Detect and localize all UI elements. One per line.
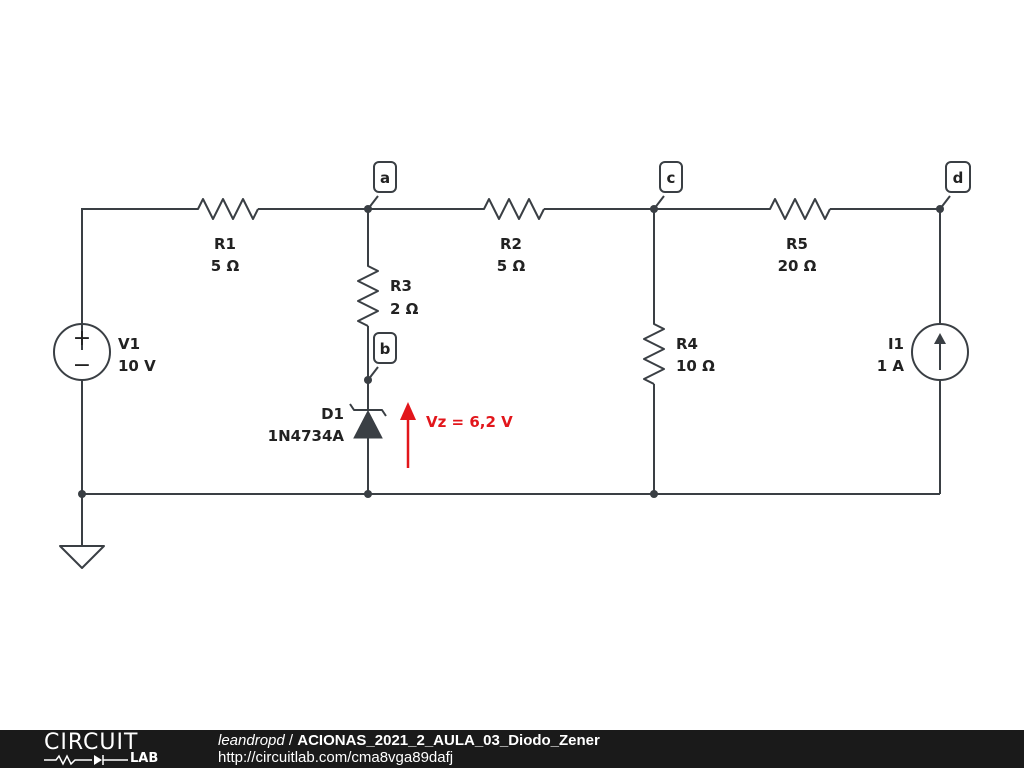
zener-diode-d1[interactable]: D1 1N4734A (268, 403, 387, 445)
node-tag-box (373, 332, 397, 364)
voltage-source-v1[interactable]: + − V1 10 V (53, 323, 156, 381)
node-tag-box (373, 161, 397, 193)
node-tag-pointer (367, 366, 379, 381)
circuit-url[interactable]: http://circuitlab.com/cma8vga89dafj (218, 749, 454, 766)
v1-name: V1 (118, 335, 140, 353)
wire-v1-to-r1 (81, 208, 192, 350)
r2-value: 5 Ω (497, 257, 526, 275)
d1-value: 1N4734A (268, 427, 345, 445)
footer-title-line: leandropd / ACIONAS_2021_2_AULA_03_Diodo… (218, 732, 600, 749)
r4-value: 10 Ω (676, 357, 715, 375)
node-label-b: b (380, 340, 391, 358)
resistor-icon (643, 318, 665, 385)
r2-name: R2 (500, 235, 522, 253)
node-tag-d[interactable]: d (939, 161, 971, 210)
i1-name: I1 (888, 335, 904, 353)
node-tag-a[interactable]: a (367, 161, 397, 210)
logo-text-top: CIRCUIT (44, 730, 139, 755)
resistor-icon (764, 198, 831, 220)
i1-value: 1 A (877, 357, 905, 375)
wire-r5-to-i1 (830, 208, 941, 323)
junction-dot (78, 490, 86, 498)
circuit-title[interactable]: ACIONAS_2021_2_AULA_03_Diodo_Zener (297, 732, 600, 749)
logo-text-bottom: LAB (130, 751, 159, 766)
node-label-c: c (667, 169, 676, 187)
circuitlab-logo[interactable]: CIRCUIT LAB (44, 732, 184, 766)
node-label-d: d (953, 169, 964, 187)
junction-dot (650, 490, 658, 498)
resistor-icon (357, 260, 379, 327)
resistor-r2[interactable]: R2 5 Ω (478, 198, 545, 275)
resistor-r4[interactable]: R4 10 Ω (643, 318, 715, 385)
r5-name: R5 (786, 235, 808, 253)
node-tag-b[interactable]: b (367, 332, 397, 381)
resistor-icon (478, 198, 545, 220)
vz-label: Vz = 6,2 V (426, 413, 513, 431)
wires (81, 208, 941, 546)
logo-circuit-icon (44, 754, 128, 766)
r1-name: R1 (214, 235, 236, 253)
current-source-icon (911, 323, 969, 381)
circuit-diagram[interactable]: R1 5 Ω R2 5 Ω R5 20 Ω R3 2 Ω R4 10 Ω (0, 0, 1024, 730)
node-label-a: a (380, 169, 390, 187)
current-source-i1[interactable]: I1 1 A (877, 323, 969, 381)
v1-plus-sign: + (73, 326, 91, 351)
title-separator: / (284, 732, 298, 749)
author-link[interactable]: leandropd (218, 732, 285, 749)
junction-dot (364, 490, 372, 498)
r4-name: R4 (676, 335, 698, 353)
r3-name: R3 (390, 277, 412, 295)
resistor-icon (192, 198, 259, 220)
v1-minus-sign: − (73, 353, 91, 378)
zener-diode-icon (353, 409, 383, 439)
zener-cathode-bar (349, 403, 387, 417)
up-arrow-icon (400, 402, 416, 420)
footer-info: leandropd / ACIONAS_2021_2_AULA_03_Diodo… (218, 732, 600, 766)
node-tag-c[interactable]: c (653, 161, 683, 210)
node-tag-box (945, 161, 971, 193)
vz-annotation: Vz = 6,2 V (400, 402, 513, 468)
node-tag-pointer (939, 195, 951, 210)
d1-name: D1 (321, 405, 344, 423)
r1-value: 5 Ω (211, 257, 240, 275)
resistor-r1[interactable]: R1 5 Ω (192, 198, 259, 275)
resistor-r3[interactable]: R3 2 Ω (357, 260, 419, 327)
footer-bar: CIRCUIT LAB leandropd / ACIONAS_2021_2_A… (0, 730, 1024, 768)
node-tag-box (659, 161, 683, 193)
resistor-r5[interactable]: R5 20 Ω (764, 198, 831, 275)
v1-value: 10 V (118, 357, 156, 375)
r3-value: 2 Ω (390, 300, 419, 318)
node-tag-pointer (653, 195, 665, 210)
ground-icon (59, 545, 105, 569)
voltage-source-icon (53, 323, 111, 381)
r5-value: 20 Ω (778, 257, 817, 275)
node-tag-pointer (367, 195, 379, 210)
current-arrow-head-icon (934, 333, 946, 344)
